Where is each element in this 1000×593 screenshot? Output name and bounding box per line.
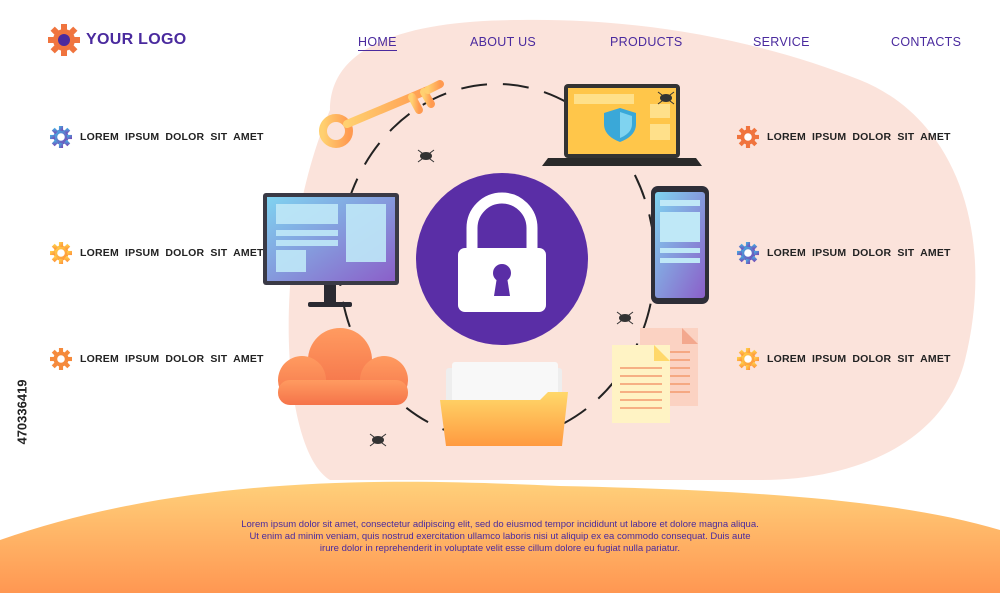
feature-text: LOREM IPSUM DOLOR SIT AMET: [767, 247, 951, 259]
feature-left-2: LOREM IPSUM DOLOR SIT AMET: [50, 242, 264, 264]
gear-icon: [737, 348, 759, 370]
gear-icon: [50, 242, 72, 264]
nav-home[interactable]: HOME: [358, 35, 397, 51]
gear-icon: [737, 242, 759, 264]
cloud-icon: [278, 328, 408, 405]
stock-id: 470336419: [15, 379, 29, 444]
nav-service[interactable]: SERVICE: [753, 35, 810, 49]
nav-products[interactable]: PRODUCTS: [610, 35, 683, 49]
stock-id-watermark: 470336419: [15, 379, 29, 444]
feature-right-3: LOREM IPSUM DOLOR SIT AMET: [737, 348, 951, 370]
nav-contacts[interactable]: CONTACTS: [891, 35, 962, 49]
gear-icon: [737, 126, 759, 148]
feature-left-3: LOREM IPSUM DOLOR SIT AMET: [50, 348, 264, 370]
feature-text: LOREM IPSUM DOLOR SIT AMET: [767, 131, 951, 143]
gear-icon: [50, 348, 72, 370]
documents-icon: [612, 328, 698, 423]
feature-right-2: LOREM IPSUM DOLOR SIT AMET: [737, 242, 951, 264]
bug-icon: [369, 91, 675, 447]
phone-icon: [651, 186, 709, 304]
nav-about-us[interactable]: ABOUT US: [470, 35, 537, 49]
footer-description: Lorem ipsum dolor sit amet, consectetur …: [241, 519, 759, 554]
feature-left-1: LOREM IPSUM DOLOR SIT AMET: [50, 126, 264, 148]
feature-text: LOREM IPSUM DOLOR SIT AMET: [80, 131, 264, 143]
feature-text: LOREM IPSUM DOLOR SIT AMET: [80, 247, 264, 259]
logo[interactable]: YOUR LOGO: [48, 24, 186, 56]
feature-right-1: LOREM IPSUM DOLOR SIT AMET: [737, 126, 951, 148]
key-icon: [319, 80, 444, 148]
gear-icon: [50, 126, 72, 148]
site-header: YOUR LOGO HOME ABOUT US PRODUCTS SERVICE…: [0, 0, 1000, 80]
laptop-icon: [542, 84, 702, 166]
feature-text: LOREM IPSUM DOLOR SIT AMET: [80, 353, 264, 365]
folder-icon: [440, 362, 568, 446]
gear-logo-icon: [48, 24, 80, 56]
feature-text: LOREM IPSUM DOLOR SIT AMET: [767, 353, 951, 365]
logo-text: YOUR LOGO: [86, 31, 187, 48]
ground-hill: [0, 481, 1000, 593]
monitor-icon: [263, 193, 399, 307]
padlock-icon: [416, 173, 588, 345]
